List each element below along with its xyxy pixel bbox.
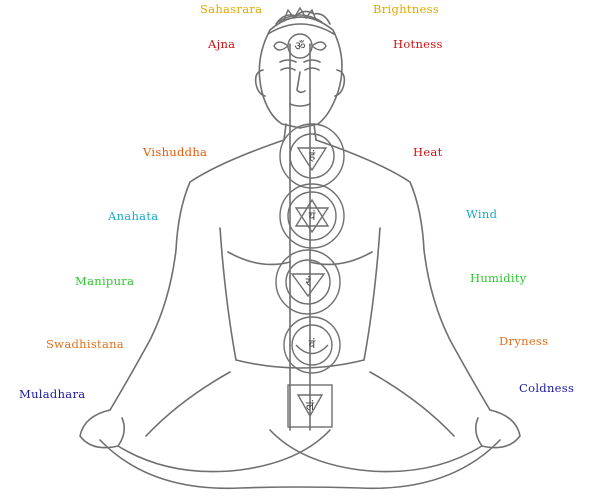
quality-label-humidity: Humidity: [470, 271, 527, 285]
quality-label-wind: Wind: [466, 207, 498, 221]
chakra-label-manipura: Manipura: [75, 274, 135, 288]
quality-label-heat: Heat: [413, 145, 443, 159]
chakra-label-swadhistana: Swadhistana: [46, 337, 124, 351]
chakra-label-vishuddha: Vishuddha: [143, 145, 208, 159]
chakra-label-muladhara: Muladhara: [19, 387, 86, 401]
ajna-glyph: ॐ: [295, 39, 306, 53]
anahata-glyph: यं: [309, 209, 317, 223]
muladhara-glyph: लं: [306, 399, 315, 413]
chakra-label-ajna: Ajna: [208, 37, 236, 51]
quality-label-brightness: Brightness: [373, 2, 440, 16]
manipura-glyph: रं: [306, 275, 312, 289]
chakra-label-sahasrara: Sahasrara: [200, 2, 263, 16]
vishuddha-glyph: हं: [309, 149, 316, 163]
quality-label-dryness: Dryness: [499, 334, 549, 348]
swadhistana-glyph: वं: [309, 337, 316, 351]
chakra-label-anahata: Anahata: [108, 209, 159, 223]
quality-label-coldness: Coldness: [519, 381, 575, 395]
quality-label-hotness: Hotness: [393, 37, 443, 51]
